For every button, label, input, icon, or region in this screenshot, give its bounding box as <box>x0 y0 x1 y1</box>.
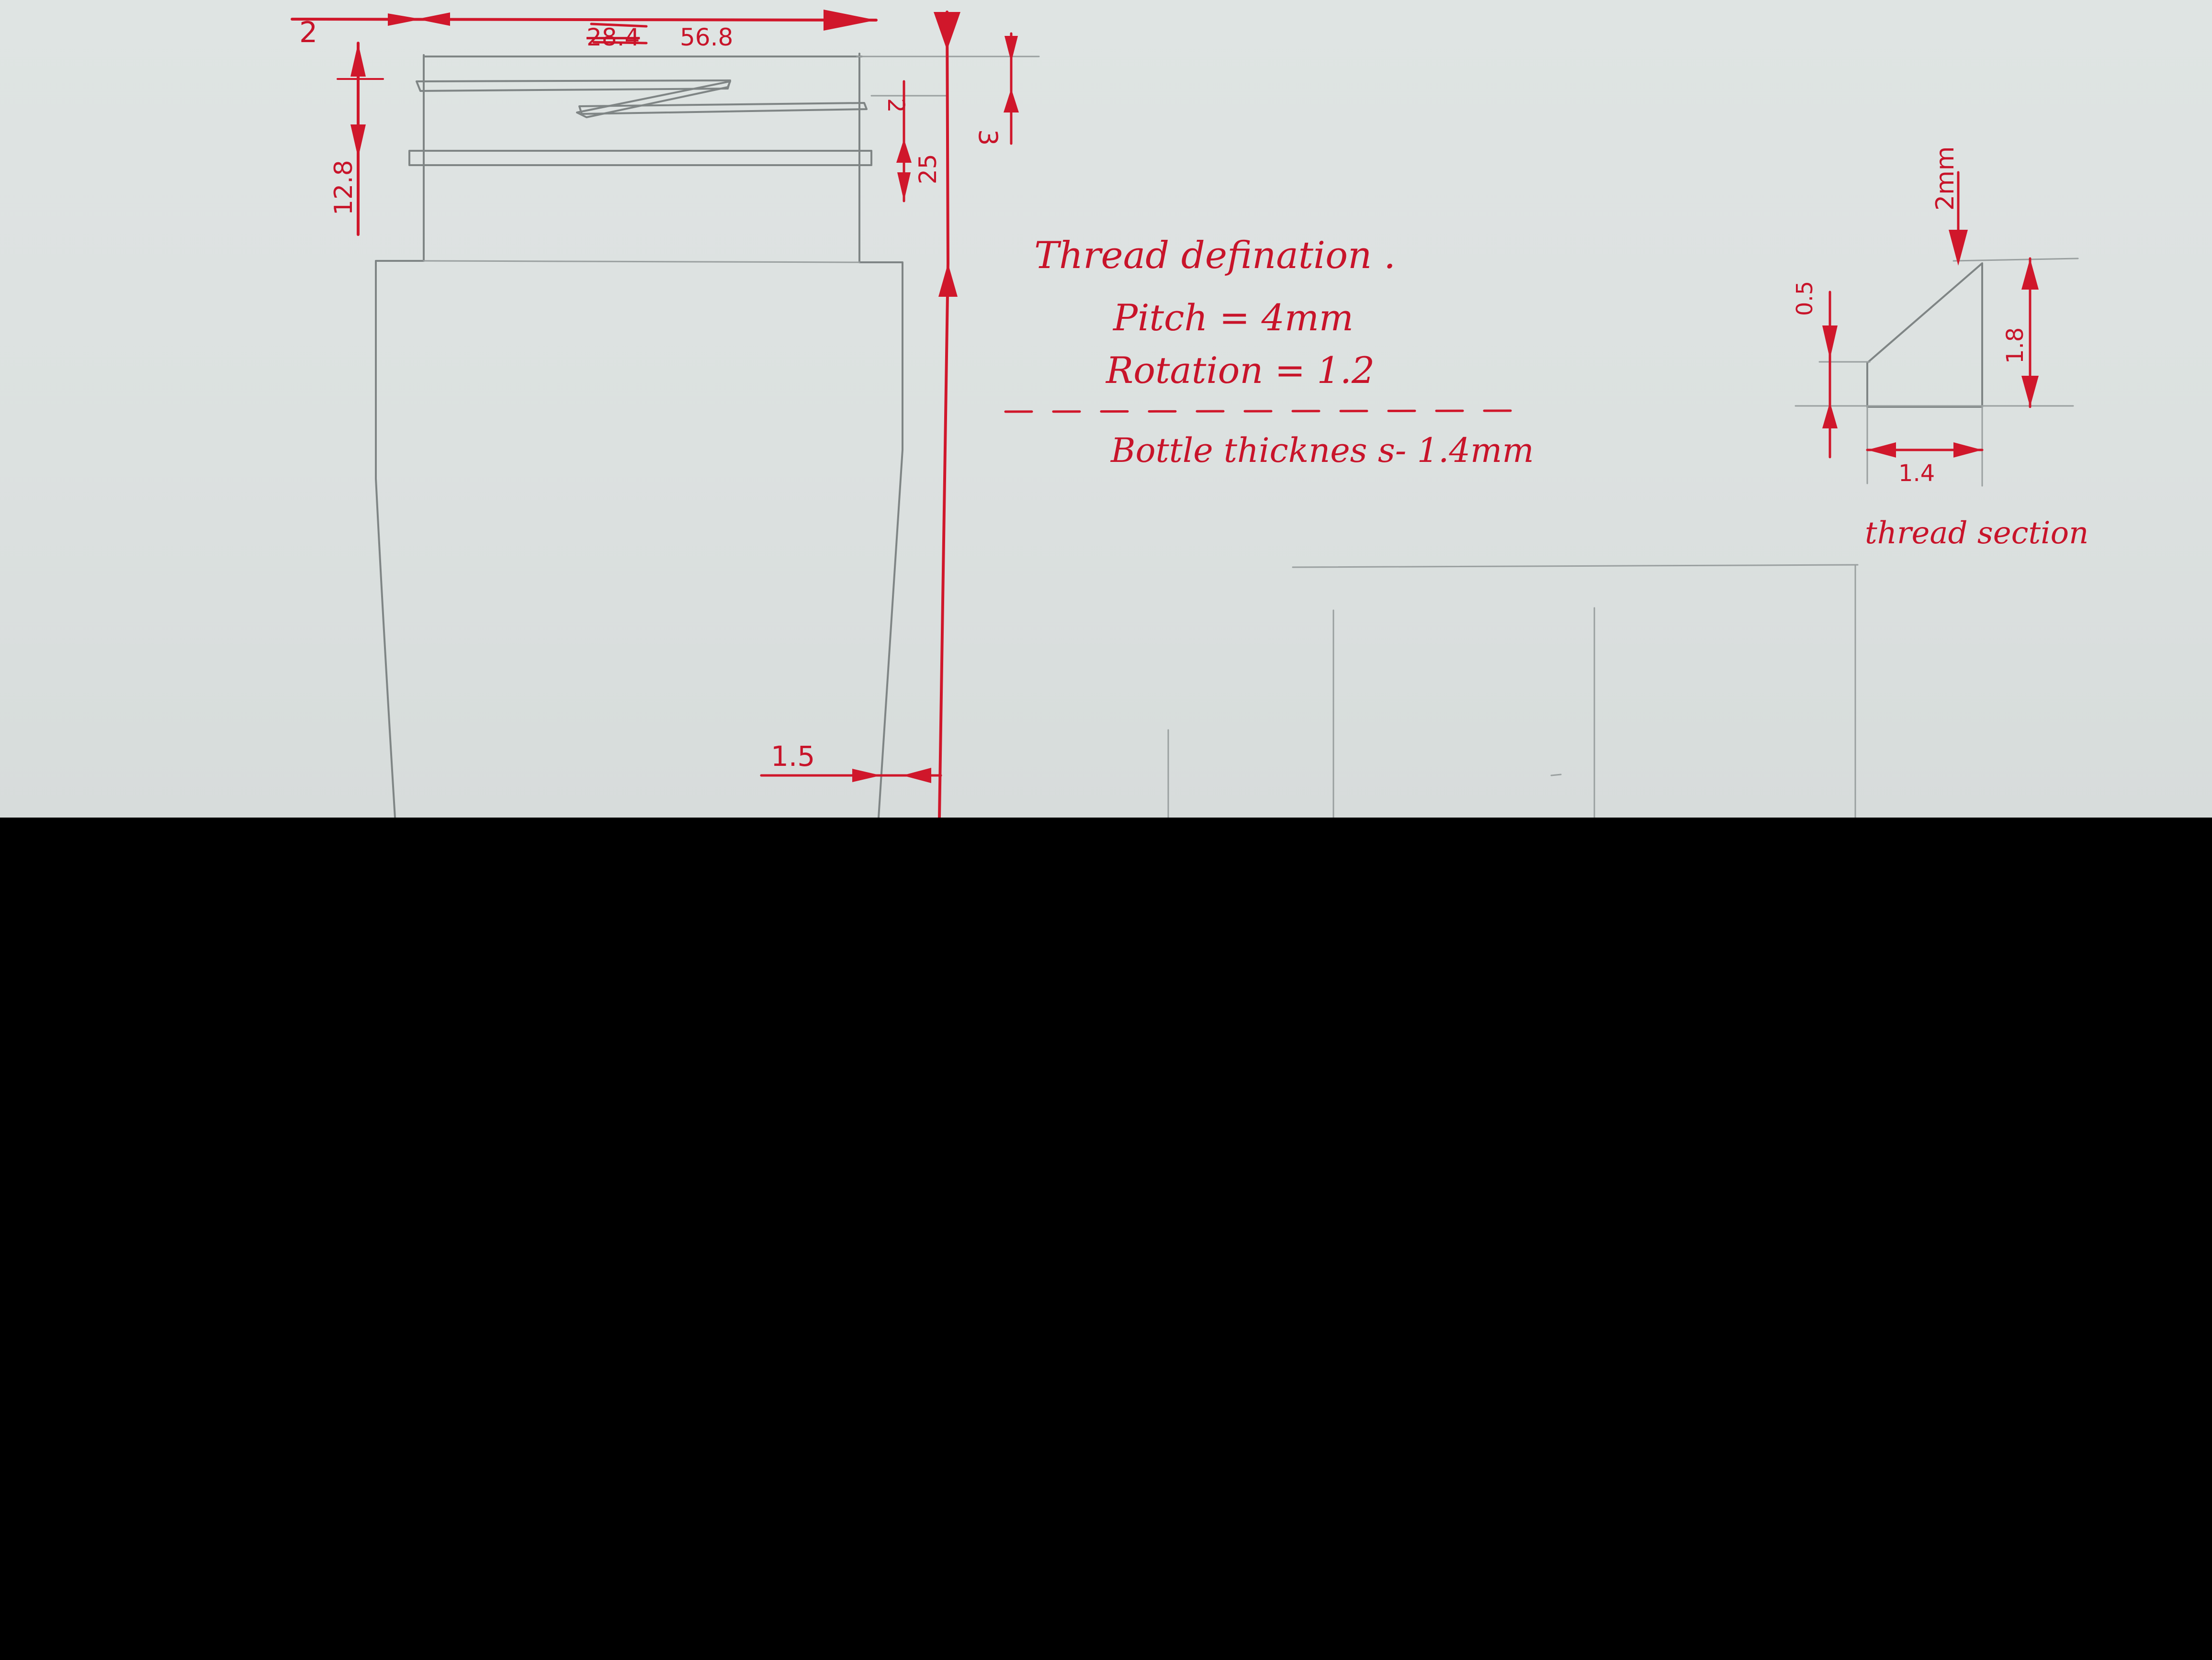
body-left-edge <box>375 260 425 818</box>
underline-mark <box>592 41 648 45</box>
dim-label-25: 25 <box>914 154 942 184</box>
pencil-mark <box>1550 774 1562 776</box>
thread-label-1-8: 1.8 <box>2002 327 2029 364</box>
arrow-head <box>1822 402 1838 428</box>
thread-section-profile <box>1794 258 2079 487</box>
dim-label-28-4: 28.4 <box>587 23 640 51</box>
thread-lines <box>408 79 872 166</box>
dimension-top-width <box>291 10 878 45</box>
arrow-head <box>824 10 876 31</box>
dim-label-12-8: 12.8 <box>329 160 358 215</box>
drawing-sheet: 2 28.4 56.8 12.8 2 25 3 1.5 Thread defin… <box>0 0 2212 818</box>
dim-label-56-8: 56.8 <box>680 23 733 51</box>
arrow-head <box>2021 376 2039 407</box>
arrow-head <box>417 12 450 26</box>
thread-2 <box>578 102 868 115</box>
dimension-wall <box>760 768 942 783</box>
note-thread-definition: Thread defination . <box>1034 234 1396 277</box>
arrow-head <box>897 172 911 201</box>
note-bottle-thickness: Bottle thicknes s- 1.4mm <box>1110 431 1534 470</box>
bottle-outline <box>375 53 903 818</box>
arrow-head <box>1953 442 1982 458</box>
arrow-head <box>903 768 931 783</box>
dim-label-3: 3 <box>973 129 1003 146</box>
arrow-head <box>896 139 912 163</box>
dimension-neck-length <box>934 11 960 818</box>
arrow-head <box>934 12 960 50</box>
strike-through <box>590 22 648 28</box>
note-pitch: Pitch = 4mm <box>1112 296 1354 339</box>
note-rotation: Rotation = 1.2 <box>1105 349 1375 392</box>
arrow-head <box>388 13 421 26</box>
arrow-head <box>1004 36 1018 62</box>
dim-label-1-5: 1.5 <box>771 740 815 773</box>
arrow-head <box>1949 230 1968 266</box>
thread-1 <box>416 79 731 92</box>
dashed-separator <box>1004 409 1519 413</box>
dim-line-body <box>938 262 949 818</box>
dimension-thread-gap <box>896 80 912 202</box>
technical-drawing: 2 28.4 56.8 12.8 2 25 3 1.5 Thread defin… <box>291 10 2088 818</box>
dim-line-top <box>291 18 878 22</box>
dim-label-2-thread: 2 <box>882 98 909 113</box>
arrow-head <box>1867 442 1896 458</box>
dim-line-25 <box>946 11 949 265</box>
thread-label-1-4: 1.4 <box>1898 460 1935 487</box>
body-right-edge <box>858 261 903 818</box>
thread-3 <box>408 150 872 166</box>
guide-horizontal <box>1292 564 1859 568</box>
arrow-head <box>1822 325 1838 359</box>
arrow-head <box>852 769 881 782</box>
thread-helix <box>576 80 731 118</box>
shoulder-line <box>423 260 860 263</box>
thread-section-title: thread section <box>1865 516 2088 551</box>
arrow-head <box>350 124 366 158</box>
dimension-top-margin <box>1004 32 1019 145</box>
thread-label-2mm: 2mm <box>1931 146 1960 211</box>
thread-label-0-5: 0.5 <box>1792 281 1817 316</box>
arrow-head <box>2021 258 2039 290</box>
thread-section-dimensions <box>1822 171 2039 459</box>
arrow-head <box>350 43 366 77</box>
thread-top-ext <box>1952 258 2079 262</box>
dimension-neck-height <box>337 42 384 236</box>
arrow-head <box>1004 89 1019 112</box>
thread-profile-shape <box>1866 262 1983 408</box>
dim-label-2-left: 2 <box>299 16 317 49</box>
